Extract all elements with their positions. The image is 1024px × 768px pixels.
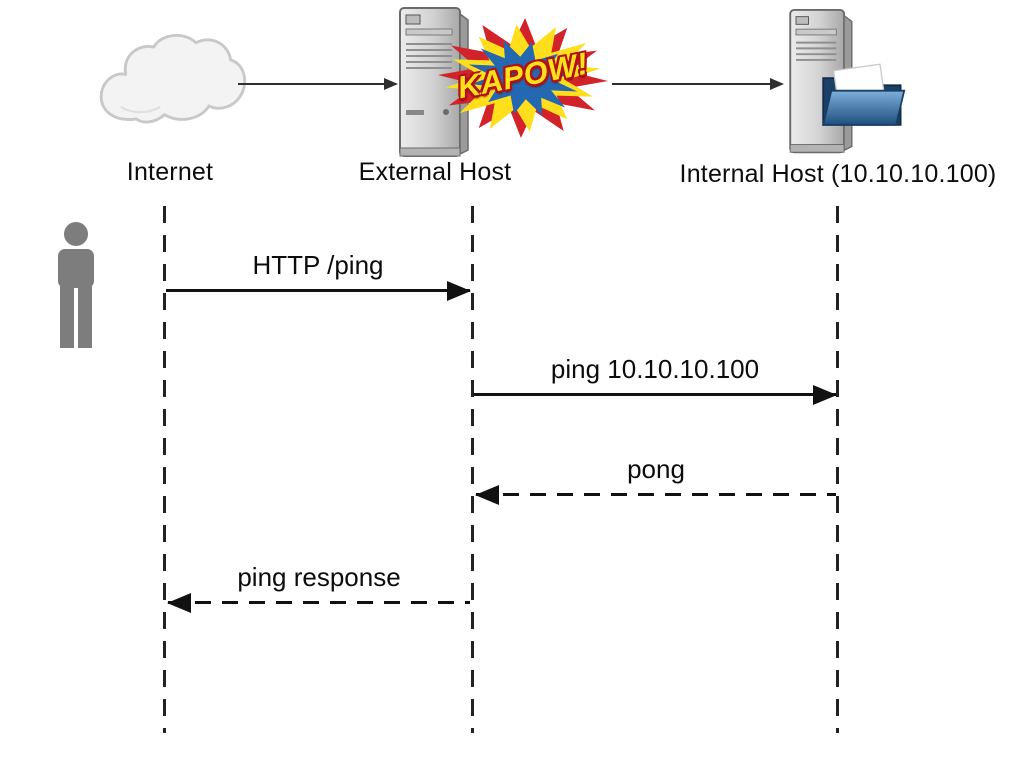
cloud-icon bbox=[92, 12, 250, 154]
person-icon bbox=[50, 220, 102, 355]
message-line bbox=[474, 393, 836, 396]
arrowhead-icon bbox=[447, 281, 471, 301]
arrowhead-icon bbox=[770, 78, 784, 90]
kapow-burst-icon: KAPOW! bbox=[438, 18, 608, 138]
message-ping-internal: ping 10.10.10.100 bbox=[474, 354, 837, 405]
lifeline-internet bbox=[163, 206, 166, 733]
message-label: pong bbox=[627, 454, 685, 484]
message-pong: pong bbox=[475, 454, 836, 505]
message-ping-response: ping response bbox=[167, 562, 470, 613]
actor-label-internal-host: Internal Host (10.10.10.100) bbox=[679, 160, 997, 188]
lifeline-internal-host bbox=[836, 206, 839, 733]
message-label: ping response bbox=[237, 562, 401, 592]
link-arrow-internet-external bbox=[238, 78, 398, 90]
message-label: HTTP /ping bbox=[252, 250, 384, 280]
message-line bbox=[166, 289, 470, 292]
arrowhead-icon bbox=[167, 593, 191, 613]
actor-label-internet: Internet bbox=[126, 158, 214, 186]
message-line bbox=[476, 493, 836, 496]
arrowhead-icon bbox=[813, 385, 837, 405]
message-line bbox=[168, 601, 470, 604]
folder-icon bbox=[822, 63, 906, 126]
message-label: ping 10.10.10.100 bbox=[550, 354, 760, 384]
arrowhead-icon bbox=[475, 485, 499, 505]
message-http-ping: HTTP /ping bbox=[166, 250, 471, 301]
server-tower-icon bbox=[396, 6, 472, 162]
actor-label-external-host: External Host bbox=[358, 158, 512, 186]
server-folder-icon bbox=[782, 8, 908, 160]
arrowhead-icon bbox=[384, 78, 398, 90]
link-arrow-external-internal bbox=[612, 78, 784, 90]
lifeline-external-host bbox=[471, 206, 474, 733]
